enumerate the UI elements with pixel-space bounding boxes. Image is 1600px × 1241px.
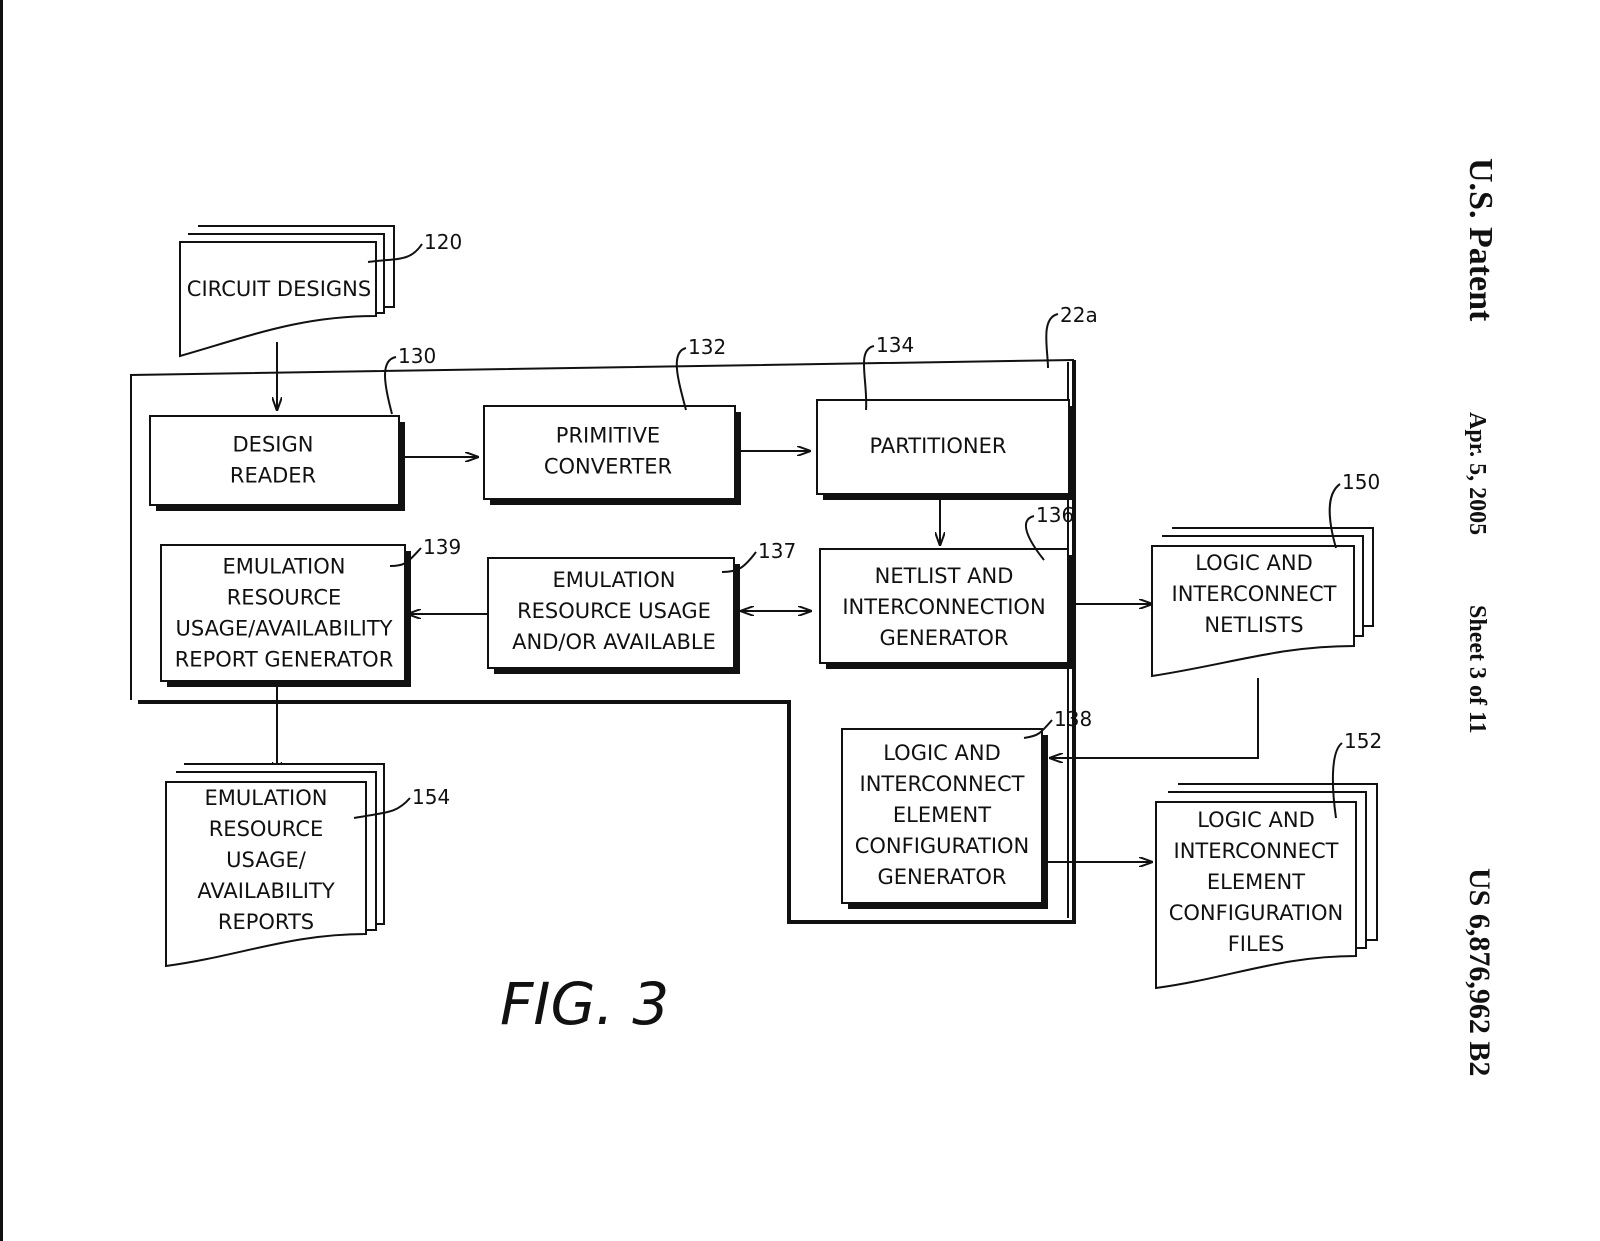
label-line: RESOURCE USAGE (517, 599, 711, 623)
ref-netlist-generator: 136 (1036, 503, 1074, 527)
label-line: RESOURCE (227, 586, 342, 610)
patent-header: U.S. Patent Apr. 5, 2005 Sheet 3 of 11 U… (1462, 158, 1499, 1076)
label-line: ELEMENT (893, 803, 991, 827)
ref-config-generator: 138 (1054, 707, 1092, 731)
label-line: LOGIC AND (883, 741, 1001, 765)
ref-circuit-designs: 120 (424, 230, 462, 254)
label-line: USAGE/AVAILABILITY (175, 617, 392, 641)
doc-netlists: LOGIC AND INTERCONNECT NETLISTS 150 (1151, 470, 1380, 678)
label-line: EMULATION (205, 786, 328, 810)
label-line: AND/OR AVAILABLE (512, 630, 716, 654)
page-border-left (0, 0, 3, 1241)
label-line: CONFIGURATION (1169, 901, 1344, 925)
label-line: LOGIC AND (1195, 551, 1313, 575)
label-line: ELEMENT (1207, 870, 1305, 894)
label-line: EMULATION (223, 555, 346, 579)
ref-netlists: 150 (1342, 470, 1380, 494)
label-line: LOGIC AND (1197, 808, 1315, 832)
block-report-generator: EMULATION RESOURCE USAGE/AVAILABILITY REPOR… (160, 535, 461, 687)
block-primitive-converter: PRIMITIVE CONVERTER 132 (483, 335, 741, 505)
block-config-generator: LOGIC AND INTERCONNECT ELEMENT CONFIGURATIO… (841, 707, 1092, 909)
ref-design-reader: 130 (398, 344, 436, 368)
label-line: PRIMITIVE (556, 424, 660, 448)
doc-config-files: LOGIC AND INTERCONNECT ELEMENT CONFIGURATIO… (1155, 729, 1382, 990)
label-line: CONVERTER (544, 455, 672, 479)
label-line: GENERATOR (880, 626, 1009, 650)
ref-resource-usage: 137 (758, 539, 796, 563)
label-line: INTERCONNECT (1172, 582, 1337, 606)
header-patent-title: U.S. Patent (1462, 158, 1499, 322)
ref-report-generator: 139 (423, 535, 461, 559)
label-line: GENERATOR (878, 865, 1007, 889)
doc-reports: EMULATION RESOURCE USAGE/AVAILABILITY REPOR… (165, 763, 450, 968)
label-line: RESOURCE (209, 817, 324, 841)
ref-partitioner: 134 (876, 333, 914, 357)
block-design-reader: DESIGN READER 130 (149, 344, 436, 511)
block-partitioner: PARTITIONER 134 (816, 333, 1075, 500)
ref-system: 22a (1060, 303, 1098, 327)
label-line: USAGE/ (226, 848, 307, 872)
doc-circuit-designs: CIRCUIT DESIGNS 120 (179, 225, 462, 358)
label-line: PARTITIONER (870, 434, 1007, 458)
label-line: REPORT GENERATOR (175, 648, 394, 672)
ref-primitive-converter: 132 (688, 335, 726, 359)
ref-reports: 154 (412, 785, 450, 809)
header-date: Apr. 5, 2005 (1464, 412, 1490, 535)
header-patent-number: US 6,876,962 B2 (1463, 868, 1496, 1076)
arrow-netlists-to-config-generator (1050, 678, 1259, 758)
label-line: CONFIGURATION (855, 834, 1030, 858)
ref-config-files: 152 (1344, 729, 1382, 753)
label-line: INTERCONNECTION (842, 595, 1045, 619)
connectors (277, 342, 1259, 862)
header-sheet: Sheet 3 of 11 (1464, 605, 1490, 734)
label-line: INTERCONNECT (1174, 839, 1339, 863)
block-netlist-generator: NETLIST AND INTERCONNECTION GENERATOR 136 (819, 503, 1074, 669)
figure-label: FIG. 3 (500, 970, 669, 1038)
label-line: INTERCONNECT (860, 772, 1025, 796)
label-line: DESIGN (233, 433, 314, 457)
label-line: READER (230, 464, 316, 488)
label-line: REPORTS (218, 910, 314, 934)
label-line: NETLISTS (1204, 613, 1303, 637)
label-line: CIRCUIT DESIGNS (187, 277, 371, 301)
label-line: EMULATION (553, 568, 676, 592)
label-line: FILES (1228, 932, 1285, 956)
label-line: NETLIST AND (875, 564, 1014, 588)
label-line: AVAILABILITY (197, 879, 334, 903)
